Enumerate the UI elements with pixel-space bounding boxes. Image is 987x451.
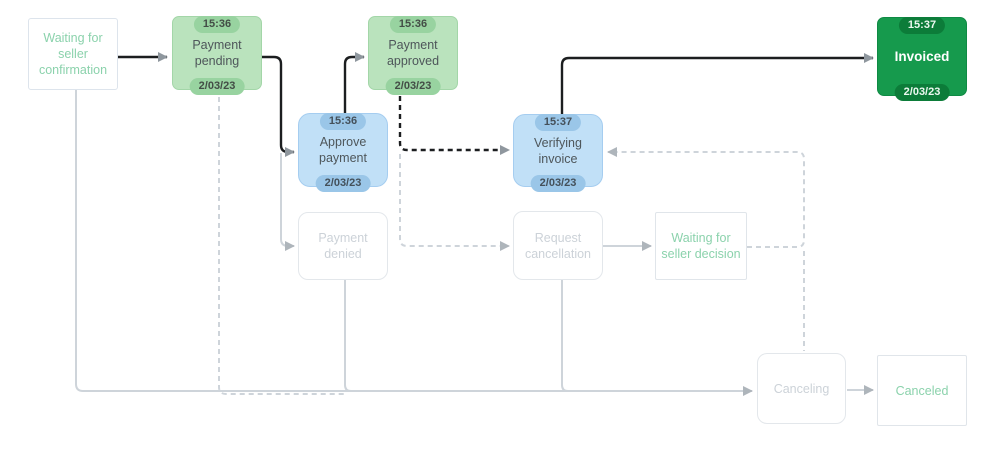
node-waiting-seller-decision[interactable]: Waiting for seller decision bbox=[655, 212, 747, 280]
edge-request-cancellation-canceling bbox=[561, 280, 574, 392]
node-canceling[interactable]: Canceling bbox=[757, 353, 846, 424]
node-request-cancellation[interactable]: Request cancellation bbox=[513, 211, 603, 280]
node-label: Payment approved bbox=[386, 38, 440, 68]
time-badge: 15:37 bbox=[898, 17, 946, 34]
node-label: Payment pending bbox=[192, 38, 242, 68]
edge-waiting-seller-confirmation-canceling bbox=[75, 90, 753, 396]
node-label: Verifying invoice bbox=[534, 135, 582, 166]
edge-approve-payment-payment-approved bbox=[343, 52, 365, 113]
edge-payment-approved-verifying-invoice bbox=[398, 96, 510, 155]
node-label: Invoiced bbox=[894, 48, 950, 64]
edge-waiting-seller-decision-verifying-invoice bbox=[607, 147, 805, 248]
node-label: Request cancellation bbox=[524, 230, 591, 261]
edge-payment-pending-payment-denied bbox=[280, 153, 295, 251]
edge-payment-pending-approve-payment bbox=[262, 55, 295, 157]
edge-verifying-invoice-invoiced bbox=[560, 53, 874, 115]
node-waiting-seller-confirmation[interactable]: Waiting for seller confirmation bbox=[28, 18, 118, 90]
date-badge: 2/03/23 bbox=[189, 78, 245, 95]
node-label: Approve payment bbox=[319, 135, 367, 165]
date-badge: 2/03/23 bbox=[530, 175, 586, 192]
node-label: Waiting for seller confirmation bbox=[38, 31, 108, 77]
edge-payment-pending-canceling bbox=[218, 97, 345, 395]
time-badge: 15:36 bbox=[193, 16, 241, 33]
time-badge: 15:36 bbox=[389, 16, 437, 33]
edge-payment-denied-canceling bbox=[344, 280, 358, 392]
time-badge: 15:37 bbox=[534, 114, 582, 131]
node-label: Canceling bbox=[773, 381, 830, 396]
node-invoiced[interactable]: 15:37 Invoiced 2/03/23 bbox=[877, 17, 967, 101]
node-payment-pending[interactable]: 15:36 Payment pending 2/03/23 bbox=[172, 16, 262, 95]
edge-payment-approved-request-cancellation bbox=[399, 154, 510, 251]
date-badge: 2/03/23 bbox=[315, 175, 371, 192]
time-badge: 15:36 bbox=[319, 113, 367, 130]
node-label: Canceled bbox=[895, 383, 949, 398]
date-badge: 2/03/23 bbox=[894, 84, 950, 101]
node-label: Payment denied bbox=[318, 231, 368, 261]
node-payment-approved[interactable]: 15:36 Payment approved 2/03/23 bbox=[368, 16, 458, 95]
node-payment-denied[interactable]: Payment denied bbox=[298, 212, 388, 280]
node-label: Waiting for seller decision bbox=[661, 231, 741, 261]
date-badge: 2/03/23 bbox=[385, 78, 441, 95]
node-verifying-invoice[interactable]: 15:37 Verifying invoice 2/03/23 bbox=[513, 114, 603, 192]
node-approve-payment[interactable]: 15:36 Approve payment 2/03/23 bbox=[298, 113, 388, 192]
node-canceled[interactable]: Canceled bbox=[877, 355, 967, 426]
